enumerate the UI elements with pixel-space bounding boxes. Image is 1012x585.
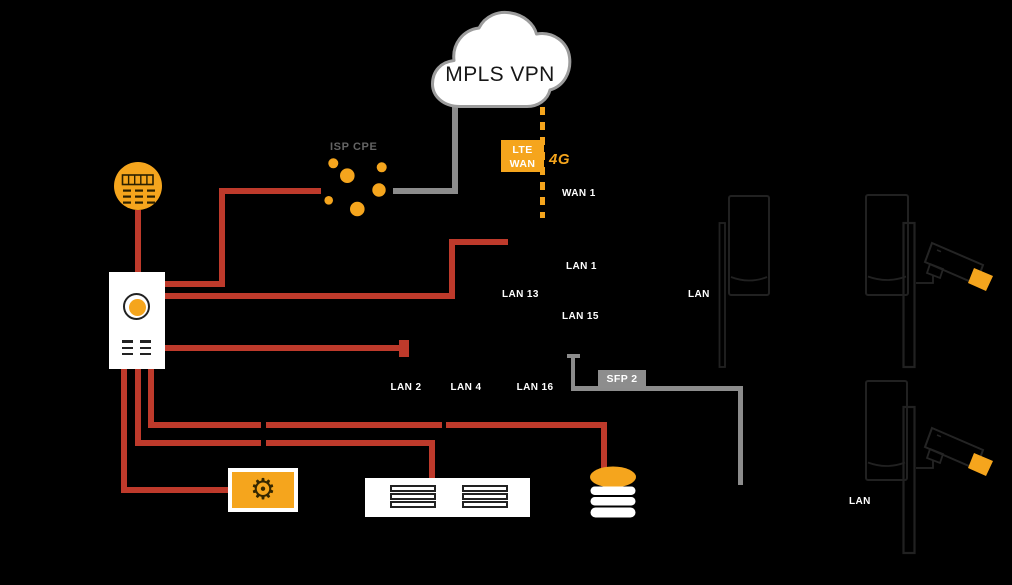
lan4-label: LAN 4 (450, 382, 482, 393)
io-device-vent (121, 352, 133, 355)
lan13-label: LAN 13 (502, 289, 539, 300)
cable-device-to-db-v1 (147, 369, 154, 428)
cable-device-to-gear-v (121, 369, 127, 492)
lan16-label: LAN 16 (516, 382, 554, 393)
io-device-vent (139, 352, 151, 355)
server-slot (461, 493, 508, 500)
io-device-lens (129, 299, 146, 316)
cable-isp-to-cloud-v (452, 104, 458, 194)
4g-badge: 4G (549, 151, 571, 168)
server-slot (389, 493, 436, 500)
io-device-vent (139, 340, 151, 343)
database-icon (590, 466, 636, 518)
wall-mount-unit-top-left (728, 195, 770, 296)
crossing-gap (261, 439, 266, 446)
lte-wan-label-line2: WAN (509, 158, 536, 171)
server-slot (461, 485, 508, 492)
mounting-pole-top-right (902, 221, 916, 369)
mpls-vpn-label: MPLS VPN (445, 63, 555, 86)
cable-sfp-v1 (570, 353, 575, 390)
cable-sfp-h (570, 385, 743, 391)
cable-device-to-db-v2 (601, 421, 607, 469)
server-rack (365, 478, 530, 517)
io-device-vent (121, 340, 133, 343)
cable-device-to-server-v1 (134, 369, 141, 446)
cable-device-to-db-h (147, 421, 607, 428)
crossing-gap (261, 421, 266, 428)
wall-mount-unit-bottom-right (865, 380, 908, 481)
cable-device-to-server-h (134, 439, 435, 446)
meter-device-icon (114, 162, 162, 210)
lan-top-right-label: LAN (688, 289, 710, 300)
cable-device-to-lan1-h1 (165, 292, 455, 299)
lan-bottom-right-label: LAN (849, 496, 871, 507)
lte-wan-label-line1: LTE (512, 144, 533, 156)
lan15-label: LAN 15 (562, 311, 599, 322)
cctv-camera-top (916, 241, 993, 291)
cable-device-to-isp-h1 (165, 281, 225, 287)
cable-device-lan2-stub (165, 345, 400, 351)
mounting-pole-bottom-right (902, 405, 916, 555)
cable-device-to-server-v2 (428, 439, 435, 479)
io-device (109, 272, 165, 369)
cable-device-to-lan1-v (449, 239, 455, 299)
wall-mount-unit-top-right (865, 194, 909, 296)
cable-sfp-v2 (738, 385, 743, 485)
io-device-lens-ring (123, 293, 150, 320)
cable-isp-to-cloud-h (393, 188, 458, 194)
server-slot (389, 501, 436, 508)
cable-lan2-connector-cap (398, 340, 409, 357)
cable-device-to-isp-v (219, 188, 225, 287)
lan2-label: LAN 2 (390, 382, 422, 393)
crossing-gap (441, 421, 446, 428)
io-device-vent (139, 346, 151, 349)
server-slot (389, 485, 436, 492)
isp-cpe-dots-icon (324, 158, 387, 217)
cctv-camera-bottom (916, 426, 993, 476)
server-slot (461, 501, 508, 508)
gear-icon: ⚙ (232, 472, 294, 508)
isp-cpe-label: ISP CPE (330, 141, 378, 153)
cable-device-to-gear-h (121, 486, 229, 493)
cable-device-to-lan1-h2 (449, 239, 508, 245)
controller-device: ⚙ (228, 468, 298, 512)
mounting-pole-top-left (718, 222, 726, 368)
wan1-label: WAN 1 (562, 188, 596, 199)
cable-device-to-isp-h2 (219, 188, 321, 194)
lan1-label: LAN 1 (566, 261, 597, 272)
sfp2-module: SFP 2 (598, 370, 646, 388)
lte-wan-module: LTE WAN (501, 140, 544, 172)
mpls-vpn-cloud (431, 10, 572, 108)
io-device-vent (121, 346, 133, 349)
cable-meter-to-device (134, 210, 141, 272)
